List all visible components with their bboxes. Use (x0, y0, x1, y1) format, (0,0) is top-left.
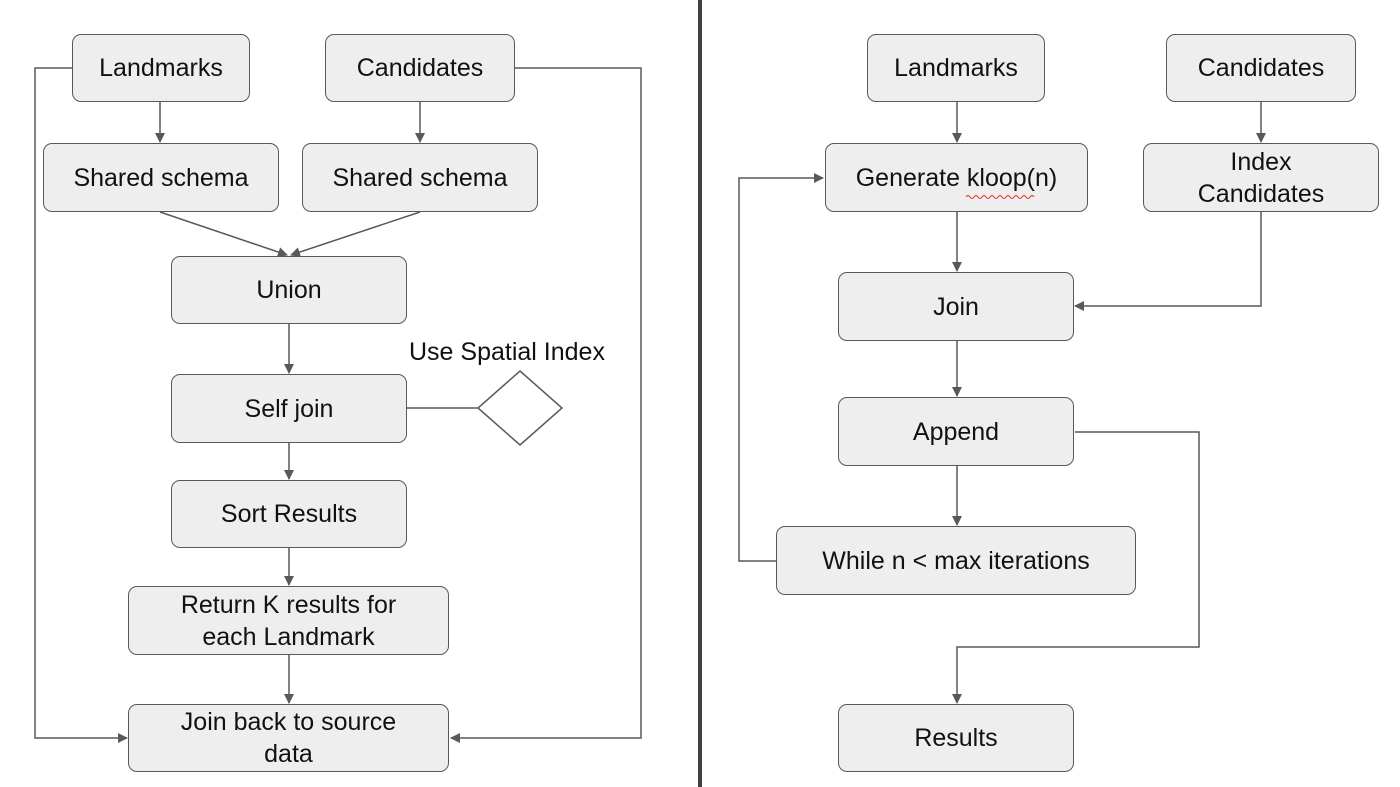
node-label: Candidates (356, 54, 484, 82)
node-index-candidates: Index Candidates (1143, 143, 1379, 212)
spatial-index-diamond (476, 370, 564, 446)
node-self-join: Self join (171, 374, 407, 443)
node-label: Join back to source data (180, 708, 397, 768)
node-label: Generate kloop(n) (855, 163, 1058, 192)
arrow-landmarks-bypass-to-joinback (34, 67, 128, 743)
node-label: Results (914, 724, 998, 752)
node-append: Append (838, 397, 1074, 466)
node-return-k-results: Return K results for each Landmark (128, 586, 449, 655)
arrow-candidates-bypass-to-joinback (450, 67, 642, 743)
node-join: Join (838, 272, 1074, 341)
node-label: Union (256, 276, 322, 304)
node-label: Index Candidates (1197, 147, 1325, 208)
node-landmarks-right: Landmarks (867, 34, 1045, 102)
node-label: Shared schema (73, 163, 249, 192)
arrow-schema-right-to-union (290, 211, 421, 257)
node-shared-schema-right: Shared schema (302, 143, 538, 212)
node-while-loop: While n < max iterations (776, 526, 1136, 595)
node-results: Results (838, 704, 1074, 772)
arrow-append-to-results (952, 431, 1200, 704)
arrow-while-loop-back-to-generate (738, 173, 824, 562)
node-generate-kloop: Generate kloop(n) (825, 143, 1088, 212)
arrow-schema-left-to-union (159, 211, 288, 257)
spatial-index-label: Use Spatial Index (409, 338, 605, 366)
node-label: Landmarks (894, 54, 1018, 82)
node-label: Sort Results (220, 500, 358, 528)
node-landmarks-left: Landmarks (72, 34, 250, 102)
node-shared-schema-left: Shared schema (43, 143, 279, 212)
node-sort-results: Sort Results (171, 480, 407, 548)
node-label: Join (933, 292, 979, 321)
node-union: Union (171, 256, 407, 324)
node-label: Candidates (1197, 54, 1325, 82)
node-label: Landmarks (99, 54, 223, 82)
node-candidates-left: Candidates (325, 34, 515, 102)
spellcheck-underline (966, 195, 1035, 199)
node-join-back: Join back to source data (128, 704, 449, 772)
arrow-index-to-join (1074, 212, 1262, 311)
node-label: Append (912, 417, 1000, 446)
node-label: Shared schema (332, 163, 508, 192)
node-label: Return K results for each Landmark (180, 590, 397, 651)
node-candidates-right: Candidates (1166, 34, 1356, 102)
node-label: Self join (244, 394, 334, 423)
node-label: While n < max iterations (822, 546, 1090, 575)
